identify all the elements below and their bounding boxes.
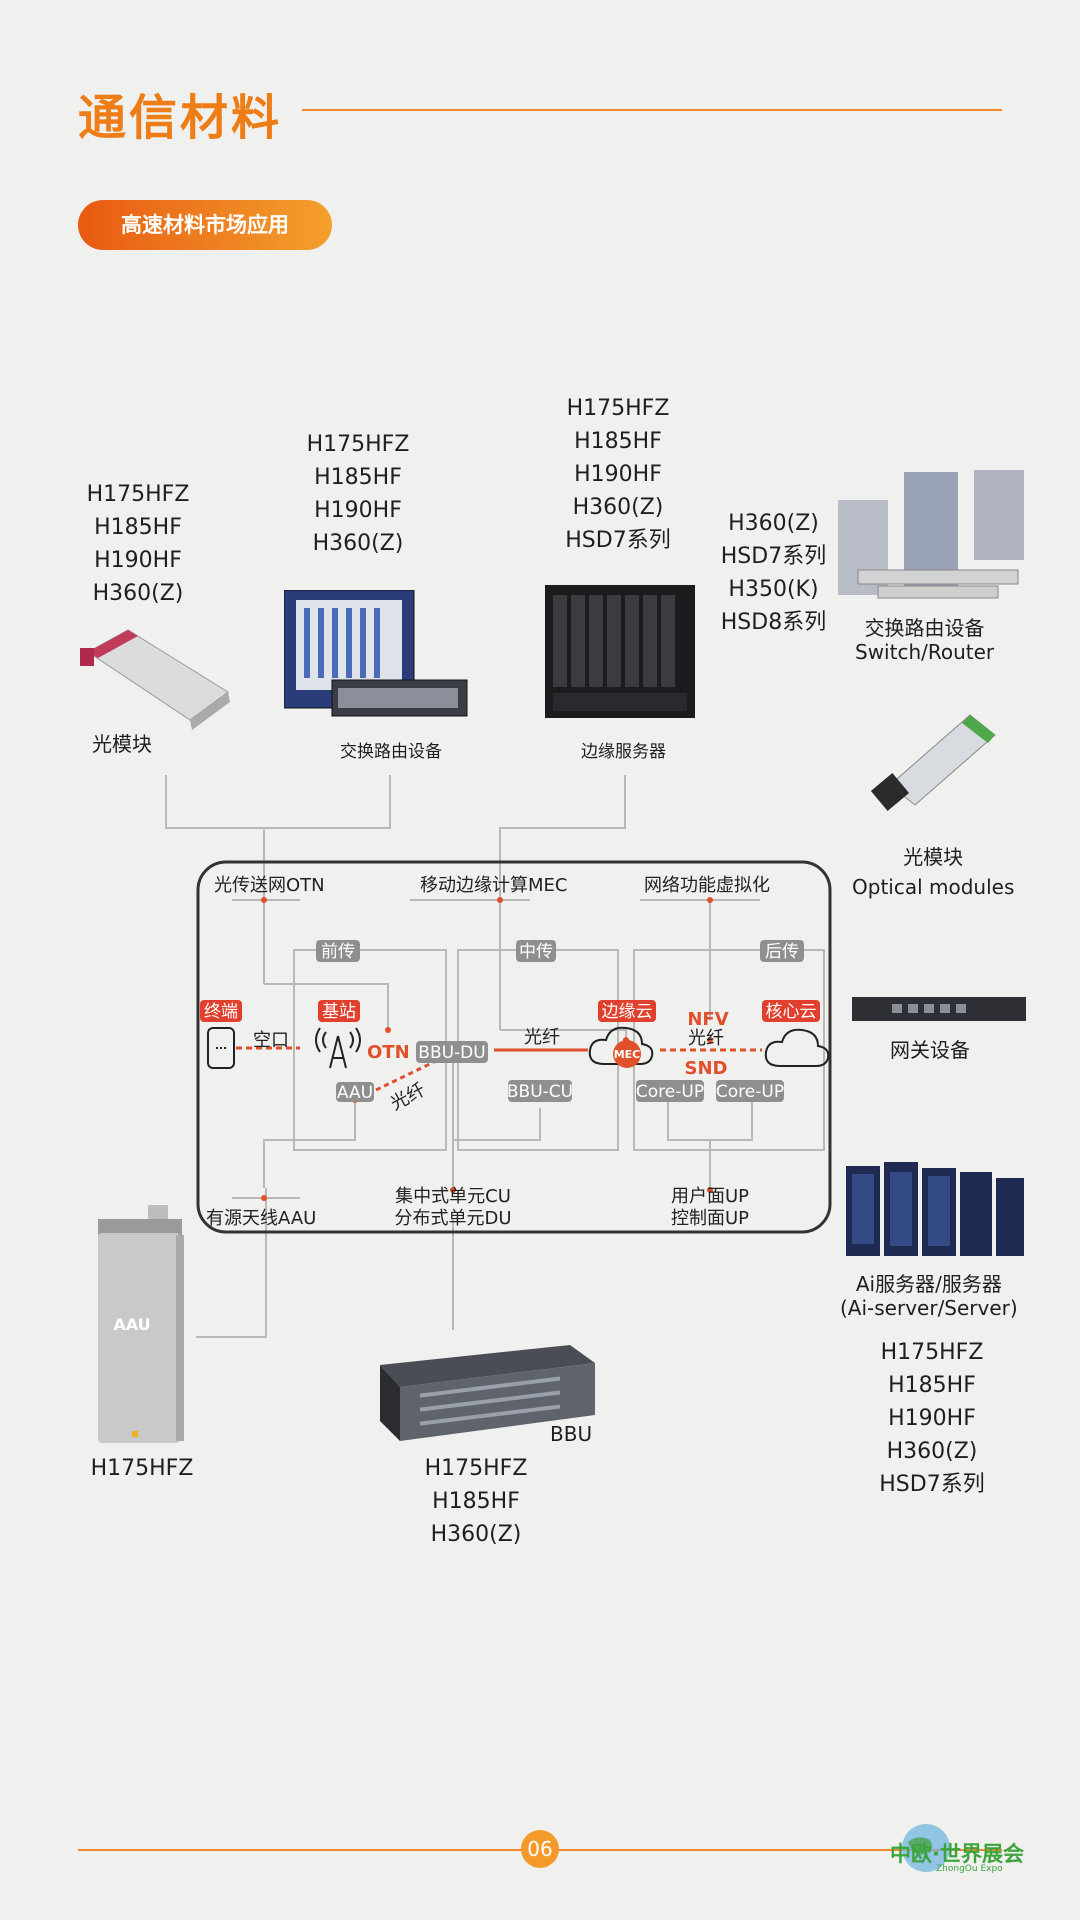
nfv-label: NFV: [687, 1009, 728, 1030]
base-station-tag: 基站: [322, 1002, 356, 1022]
aau-image: AAU: [98, 1205, 184, 1443]
switch-router-image: [284, 590, 468, 717]
page-title: 通信材料: [78, 90, 283, 146]
user-plane-label: 用户面UP: [671, 1186, 749, 1207]
edge-cloud-tag: 边缘云: [602, 1002, 653, 1022]
core-up-tag-2: Core-UP: [716, 1082, 784, 1102]
fronthaul-tag: 前传: [321, 942, 355, 962]
phone-icon: [207, 1027, 235, 1069]
ai-server-label: Ai服务器/服务器 (Ai-server/Server): [840, 1272, 1018, 1320]
mec-short-label: MEC: [614, 1048, 641, 1061]
active-antenna-label: 有源天线AAU: [206, 1208, 316, 1229]
optical-module-label: 光模块: [92, 732, 152, 756]
bbu-image: [380, 1345, 595, 1441]
mec-cloud-icon: [588, 1026, 654, 1068]
backhaul-tag: 后传: [765, 942, 799, 962]
switch-router-right-image: [838, 470, 1024, 599]
switch-router-right-materials: H360(Z) HSD7系列 H350(K) HSD8系列: [720, 511, 827, 635]
switch-router-label: 交换路由设备: [340, 742, 442, 762]
gateway-label: 网关设备: [890, 1038, 970, 1062]
mec-label: 移动边缘计算MEC: [420, 875, 567, 896]
bbu-materials: H175HFZ H185HF H360(Z): [424, 1456, 528, 1547]
bbu-du-tag: BBU-DU: [418, 1043, 485, 1063]
otn-short-label: OTN: [367, 1042, 410, 1063]
air-interface-label: 空口: [253, 1030, 289, 1051]
terminal-tag: 终端: [204, 1002, 238, 1022]
fiber-label-2: 光纤: [387, 1079, 429, 1114]
edge-server-label: 边缘服务器: [581, 742, 666, 762]
bbu-cu-tag: BBU-CU: [507, 1082, 573, 1102]
edge-server-materials: H175HFZ H185HF H190HF H360(Z) HSD7系列: [565, 396, 671, 553]
snd-label: SND: [685, 1058, 728, 1079]
midhaul-tag: 中传: [519, 942, 553, 962]
nfv-full-label: 网络功能虚拟化: [644, 875, 770, 896]
aau-tag: AAU: [337, 1083, 373, 1103]
optical-module-right-image: [870, 714, 996, 811]
optical-module-right-label: 光模块 Optical modules: [852, 845, 1015, 899]
title-divider: [302, 109, 1002, 111]
du-label: 分布式单元DU: [394, 1208, 511, 1229]
edge-server-image: [545, 585, 695, 718]
optical-module-left-materials: H175HFZ H185HF H190HF H360(Z): [86, 482, 190, 606]
otn-label: 光传送网OTN: [214, 875, 325, 896]
switch-router-materials: H175HFZ H185HF H190HF H360(Z): [306, 432, 410, 556]
control-plane-label: 控制面UP: [671, 1208, 749, 1229]
core-cloud-icon: [764, 1028, 830, 1067]
antenna-icon: [315, 1027, 361, 1069]
fiber-label-3: 光纤: [688, 1028, 724, 1049]
ai-server-image: [846, 1162, 1024, 1256]
bbu-label: BBU: [550, 1422, 593, 1446]
core-cloud-tag: 核心云: [766, 1002, 817, 1022]
optical-module-image: [80, 629, 230, 730]
aau-device-text: AAU: [113, 1315, 150, 1334]
fiber-label-1: 光纤: [524, 1027, 560, 1048]
ai-server-materials: H175HFZ H185HF H190HF H360(Z) HSD7系列: [879, 1340, 985, 1497]
section-pill: 高速材料市场应用: [78, 200, 332, 250]
page-number: 06: [521, 1830, 559, 1868]
aau-materials: H175HFZ: [90, 1456, 194, 1481]
cu-label: 集中式单元CU: [395, 1186, 511, 1207]
switch-router-right-label: 交换路由设备 Switch/Router: [855, 616, 995, 664]
core-up-tag-1: Core-UP: [636, 1082, 704, 1102]
globe-icon: [902, 1824, 950, 1872]
gateway-image: [852, 997, 1026, 1021]
expo-logo: 中欧·世界展会 ZhongOu Expo: [890, 1820, 1040, 1880]
